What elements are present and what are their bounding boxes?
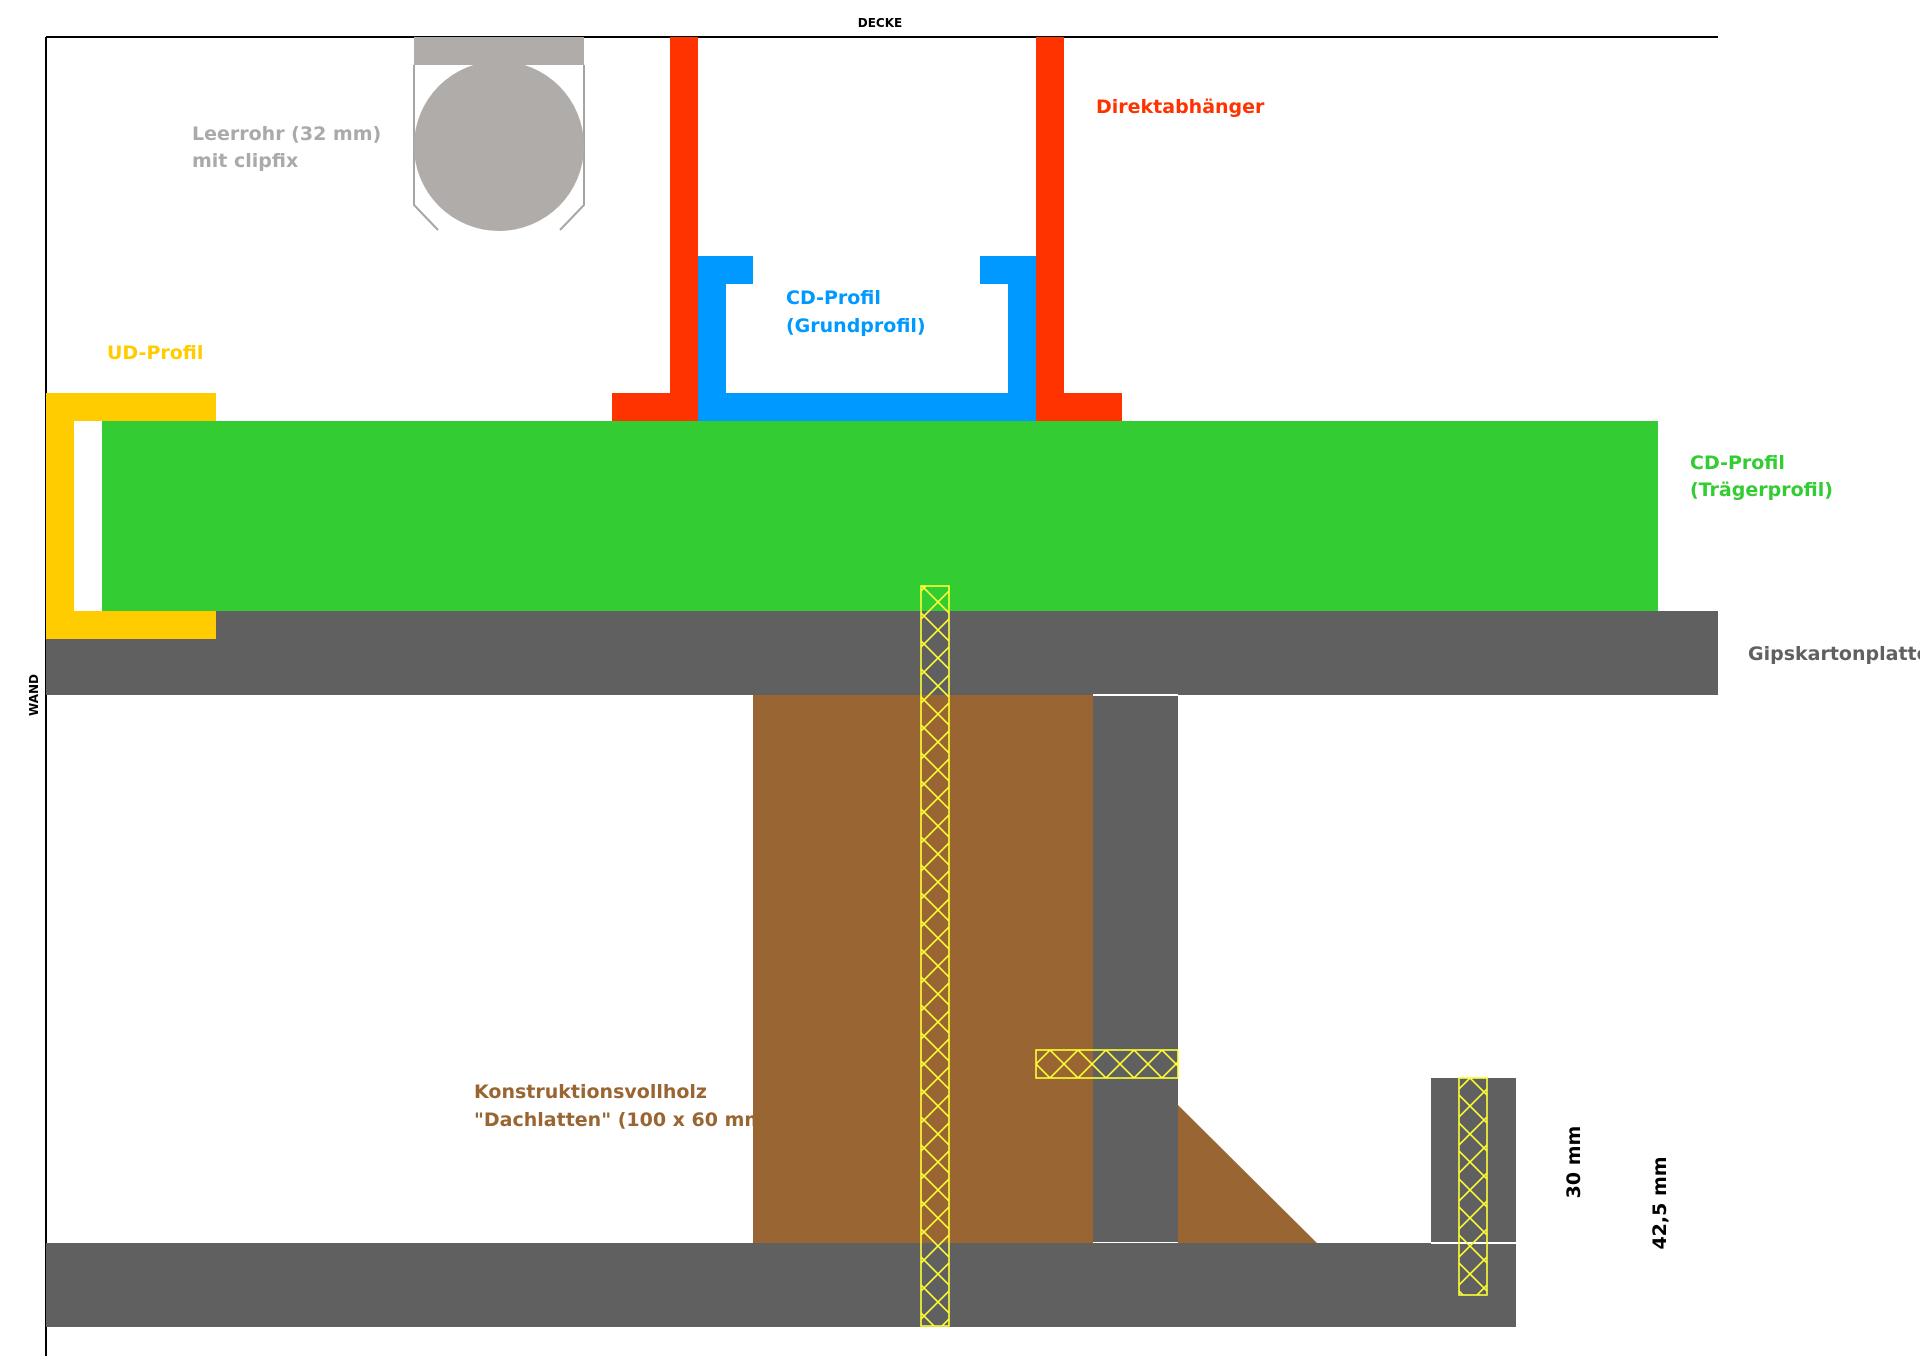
cd-carrier-profile [102, 421, 1658, 611]
conduit-clip-base [414, 37, 584, 65]
ceiling-label: DECKE [858, 16, 902, 30]
conduit-clip-frame [413, 65, 585, 231]
drywall-ceiling-board [216, 611, 1718, 695]
cd-base-label-line1: CD-Profil [786, 287, 881, 309]
conduit-label-line1: Leerrohr (32 mm) [192, 123, 381, 145]
ud-profile-gap [74, 421, 102, 611]
dimension-30mm: 30 mm [1563, 1126, 1585, 1199]
drywall-vertical-panel [1093, 695, 1178, 1243]
direct-hanger-right-foot [1036, 393, 1122, 422]
conduit-pipe [414, 61, 584, 231]
screw-horizontal [1035, 1049, 1179, 1079]
direct-hanger-left-leg [670, 37, 698, 395]
hanger-label: Direktabhänger [1096, 96, 1265, 118]
cd-carrier-label-line1: CD-Profil [1690, 452, 1785, 474]
screw-small-vertical [1458, 1077, 1488, 1296]
cd-base-label-line2: (Grundprofil) [786, 315, 926, 337]
conduit-with-clip [413, 37, 585, 231]
wall-label: WAND [27, 674, 41, 716]
conduit-label-line2: mit clipfix [192, 150, 298, 172]
cd-carrier-label-line2: (Trägerprofil) [1690, 479, 1833, 501]
ud-profile-label: UD-Profil [107, 342, 203, 364]
drywall-ceiling-board-left [46, 639, 216, 695]
direct-hanger [612, 37, 1122, 422]
ud-profile [46, 393, 216, 639]
direct-hanger-right-leg [1036, 37, 1064, 395]
cd-base-profile [698, 256, 1036, 422]
timber-wedge [1178, 1105, 1317, 1243]
timber-label-line2: "Dachlatten" (100 x 60 mm) [474, 1109, 773, 1131]
timber-label-line1: Konstruktionsvollholz [474, 1081, 707, 1103]
direct-hanger-left-foot [612, 393, 698, 422]
drywall-bottom-board [46, 1243, 1516, 1327]
screw-long-vertical [920, 585, 950, 1327]
drywall-label: Gipskartonplatte [1748, 643, 1920, 665]
dimension-42-5mm: 42,5 mm [1649, 1156, 1671, 1249]
